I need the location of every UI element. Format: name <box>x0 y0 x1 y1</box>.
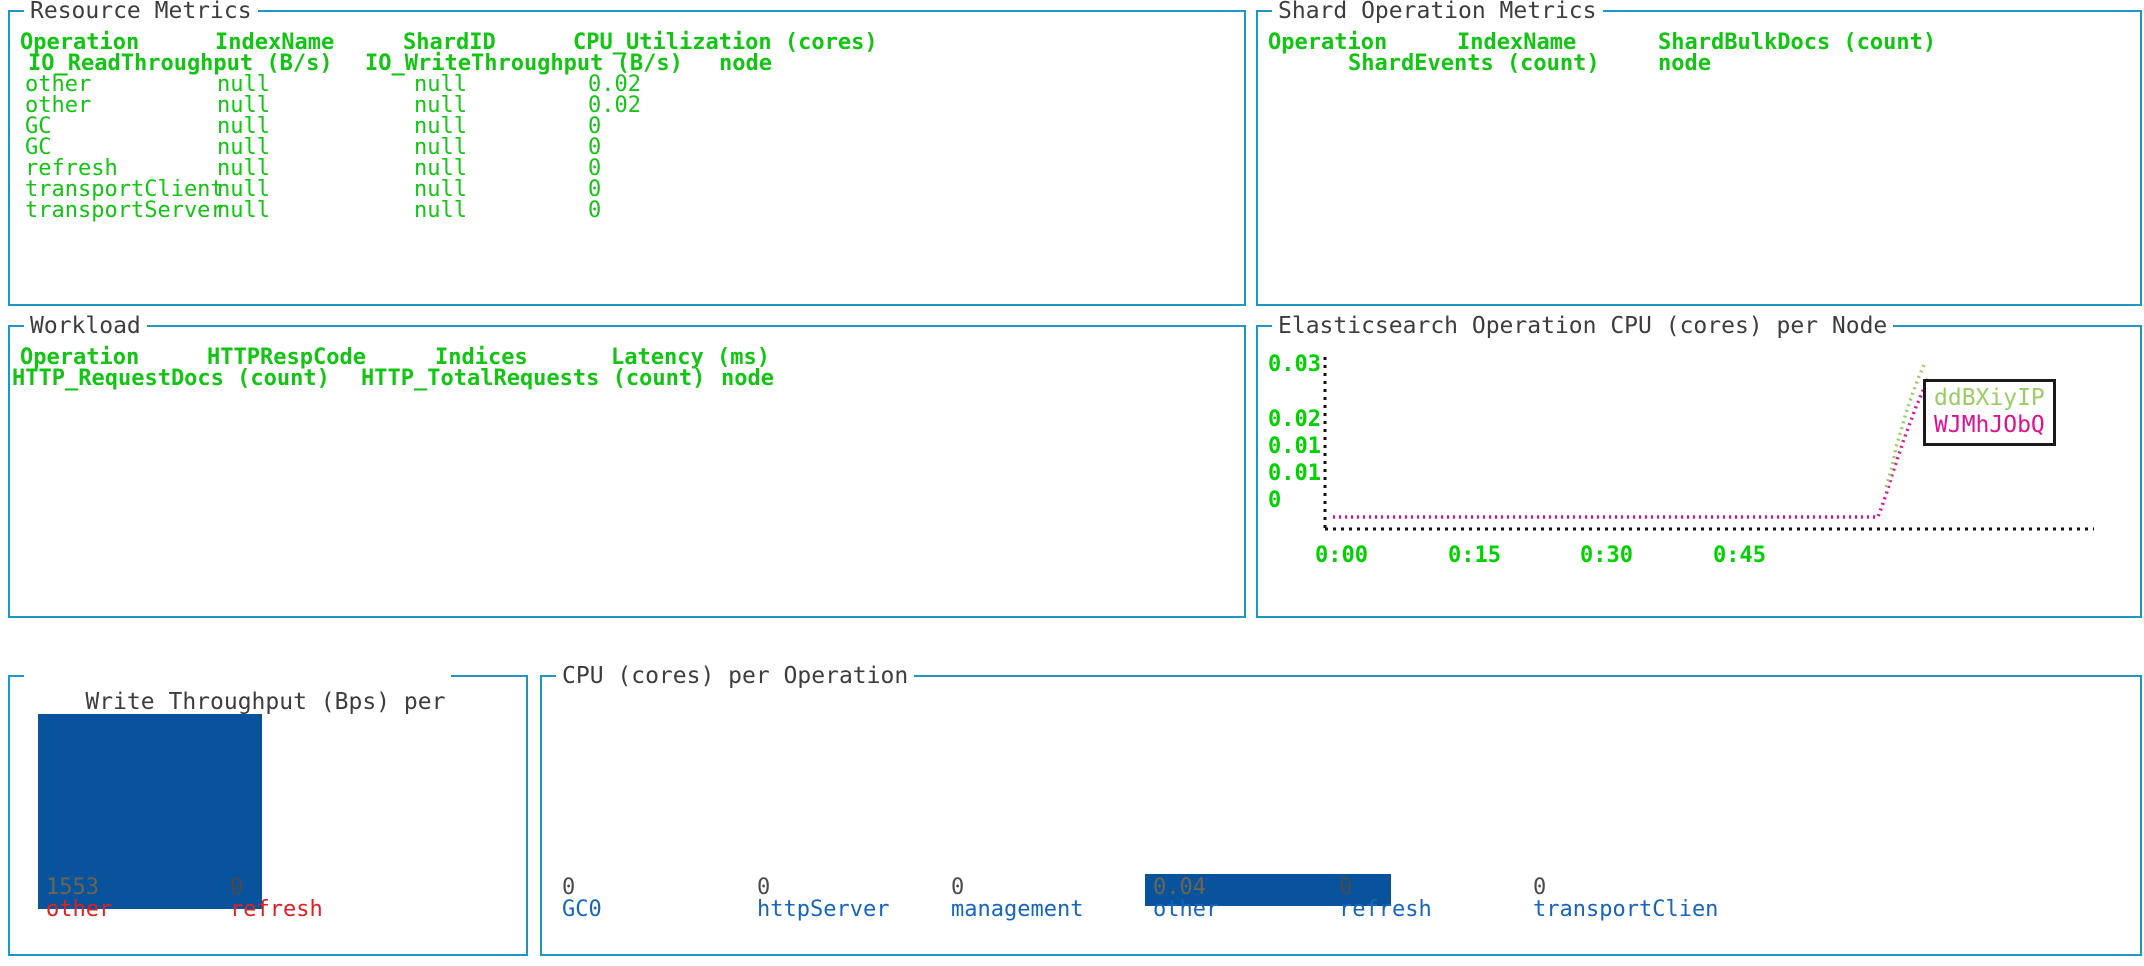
col-header-io-write: IO_WriteThroughput (B/s) <box>365 51 683 76</box>
cell-operation: other <box>25 72 92 97</box>
bar-value-gc0: 0 <box>562 875 576 900</box>
bar-value-transportclient: 0 <box>1533 875 1547 900</box>
cell-indexname: null <box>217 177 270 202</box>
panel-es-cpu-per-node: Elasticsearch Operation CPU (cores) per … <box>1256 314 2142 618</box>
bar-label-other: other <box>46 897 113 922</box>
legend-entry-0: ddBXiyIP <box>1934 385 2045 411</box>
panel-shard-operation-metrics: Shard Operation Metrics Operation IndexN… <box>1256 0 2142 306</box>
ytick-label-2: 0.01 <box>1268 434 1321 459</box>
cell-cpu: 0 <box>588 114 602 139</box>
xtick-label-1: 0:15 <box>1448 543 1501 568</box>
bar-label-other: other <box>1153 897 1220 922</box>
xtick-label-3: 0:45 <box>1713 543 1766 568</box>
cell-operation: other <box>25 93 92 118</box>
cell-operation: transportServer <box>25 198 224 223</box>
bar-value-other: 1553 <box>46 875 99 900</box>
cell-shardid: null <box>414 156 467 181</box>
legend-entry-1: WJMhJObQ <box>1934 412 2045 438</box>
cell-cpu: 0.02 <box>588 72 641 97</box>
col-header-indexname: IndexName <box>1457 30 1577 55</box>
bar-label-gc0: GC0 <box>562 897 602 922</box>
bar-value-refresh: 0 <box>230 875 244 900</box>
series-line-ddBXiyIP <box>1884 364 1926 488</box>
bar-label-refresh: refresh <box>1339 897 1432 922</box>
cell-operation: GC <box>25 135 52 160</box>
col-header-request-docs: HTTP_RequestDocs (count) <box>12 366 330 391</box>
col-header-total-requests: HTTP_TotalRequests (count) <box>361 366 706 391</box>
col-header-cpu: CPU_Utilization (cores) <box>573 30 878 55</box>
cell-shardid: null <box>414 135 467 160</box>
bar-value-httpserver: 0 <box>757 875 771 900</box>
cpu-per-operation-bar-chart[interactable]: 0 GC0 0 httpServer 0 management 0.04 oth… <box>542 677 2140 954</box>
xtick-label-2: 0:30 <box>1580 543 1633 568</box>
chart-plot-area <box>1323 357 2094 531</box>
panel-title-es-cpu-per-node: Elasticsearch Operation CPU (cores) per … <box>1272 314 1894 339</box>
cell-cpu: 0 <box>588 177 602 202</box>
ytick-label-4: 0 <box>1268 488 1282 513</box>
panel-write-throughput: Write Throughput (Bps) per Operation 155… <box>8 662 528 956</box>
cell-cpu: 0 <box>588 198 602 223</box>
cell-shardid: null <box>414 177 467 202</box>
col-header-shardevents: ShardEvents (count) <box>1348 51 1600 76</box>
panel-title-resource-metrics: Resource Metrics <box>24 0 258 24</box>
col-header-operation: Operation <box>20 345 140 370</box>
ytick-label-3: 0.01 <box>1268 461 1321 486</box>
bar-other[interactable] <box>38 714 262 909</box>
col-header-io-read: IO_ReadThroughput (B/s) <box>28 51 333 76</box>
cell-shardid: null <box>414 198 467 223</box>
col-header-operation: Operation <box>1268 30 1388 55</box>
col-header-indexname: IndexName <box>215 30 335 55</box>
col-header-resp-code: HTTPRespCode <box>207 345 366 370</box>
bar-value-other: 0.04 <box>1153 875 1206 900</box>
cell-indexname: null <box>217 93 270 118</box>
bar-label-httpserver: httpServer <box>757 897 890 922</box>
cell-indexname: null <box>217 135 270 160</box>
cell-operation: refresh <box>25 156 118 181</box>
cell-indexname: null <box>217 156 270 181</box>
bar-value-management: 0 <box>951 875 965 900</box>
bar-label-refresh: refresh <box>230 897 323 922</box>
col-header-node: node <box>1658 51 1711 76</box>
panel-title-line1: Write Throughput (Bps) per <box>85 689 446 715</box>
cell-cpu: 0 <box>588 135 602 160</box>
bar-label-management: management <box>951 897 1084 922</box>
bar-value-refresh: 0 <box>1339 875 1353 900</box>
ytick-label-0: 0.03 <box>1268 352 1321 377</box>
cell-operation: transportClient <box>25 177 224 202</box>
cell-indexname: null <box>217 114 270 139</box>
bar-label-transportclient: transportClien <box>1533 897 1719 922</box>
series-line-WJMhJObQ <box>1333 378 1930 519</box>
cell-indexname: null <box>217 72 270 97</box>
panel-workload: Workload Operation HTTPRespCode Indices … <box>8 314 1246 618</box>
panel-cpu-per-operation: CPU (cores) per Operation 0 GC0 0 httpSe… <box>540 664 2142 956</box>
chart-legend: ddBXiyIP WJMhJObQ <box>1923 379 2056 446</box>
cell-operation: GC <box>25 114 52 139</box>
col-header-shardid: ShardID <box>403 30 496 55</box>
cell-shardid: null <box>414 114 467 139</box>
panel-resource-metrics: Resource Metrics Operation IndexName Sha… <box>8 0 1246 306</box>
write-throughput-bar-chart[interactable]: 1553 other 0 refresh <box>10 677 526 954</box>
cell-indexname: null <box>217 198 270 223</box>
xtick-label-0: 0:00 <box>1315 543 1368 568</box>
panel-title-cpu-per-operation: CPU (cores) per Operation <box>556 664 915 689</box>
cell-shardid: null <box>414 93 467 118</box>
col-header-node: node <box>721 366 774 391</box>
bar-other[interactable] <box>1145 874 1391 906</box>
cell-cpu: 0 <box>588 156 602 181</box>
ytick-label-1: 0.02 <box>1268 407 1321 432</box>
col-header-node: node <box>719 51 772 76</box>
col-header-operation: Operation <box>20 30 140 55</box>
cell-cpu: 0.02 <box>588 93 641 118</box>
panel-title-workload: Workload <box>24 314 147 339</box>
col-header-indices: Indices <box>435 345 528 370</box>
es-cpu-chart[interactable]: 0.03 0.02 0.01 0.01 0 ddBXiyIP WJMhJObQ … <box>1258 327 2140 616</box>
col-header-shardbulkdocs: ShardBulkDocs (count) <box>1658 30 1937 55</box>
panel-title-shard-operation-metrics: Shard Operation Metrics <box>1272 0 1603 24</box>
col-header-latency: Latency (ms) <box>611 345 770 370</box>
cell-shardid: null <box>414 72 467 97</box>
